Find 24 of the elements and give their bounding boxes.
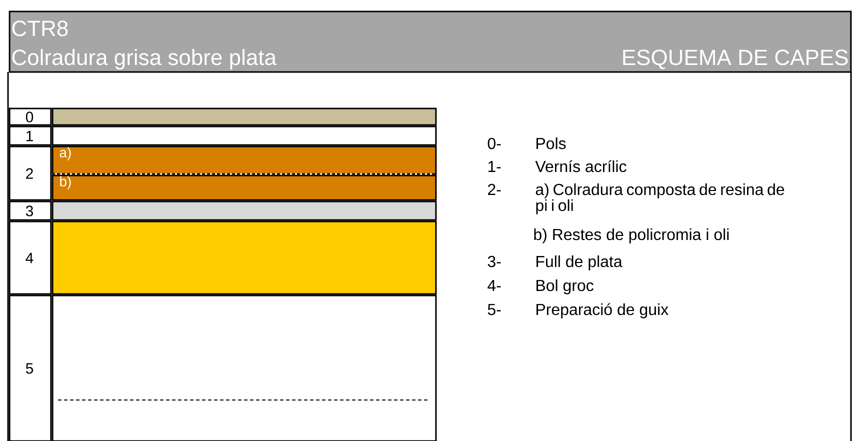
- legend-number: 1-: [488, 160, 501, 172]
- legend-number: 5-: [488, 304, 501, 316]
- layer-band: [52, 108, 437, 126]
- legend-number: 2-: [488, 184, 501, 195]
- legend-text: Bol groc: [536, 279, 594, 294]
- layer-band: [52, 220, 437, 295]
- layer-band: [52, 200, 437, 221]
- legend-number: 3-: [488, 256, 501, 268]
- number-cell: 1: [8, 126, 52, 146]
- legend-text: b) Restes de policromia i oli: [534, 228, 729, 244]
- legend-text: Full de plata: [536, 255, 622, 270]
- legend-number: 0-: [488, 138, 501, 150]
- number-cell: 0: [8, 108, 52, 126]
- layer-band: b): [52, 173, 437, 201]
- legend-text: a) Colradura composta de resina de pi i oli: [536, 183, 784, 214]
- layer-band: [52, 294, 437, 441]
- layer-band: a): [52, 146, 437, 175]
- legend-number: 4-: [488, 280, 501, 291]
- number-cell: 3: [8, 200, 52, 221]
- header-bar: CTR8 Colradura grisa sobre plata ESQUEMA DE CAPES: [8, 10, 852, 73]
- number-cell: 5: [8, 294, 52, 441]
- legend-text: Preparació de guix: [536, 303, 668, 318]
- legend-text: Pols: [536, 137, 566, 150]
- legend-text: Vernís acrílic: [535, 160, 626, 172]
